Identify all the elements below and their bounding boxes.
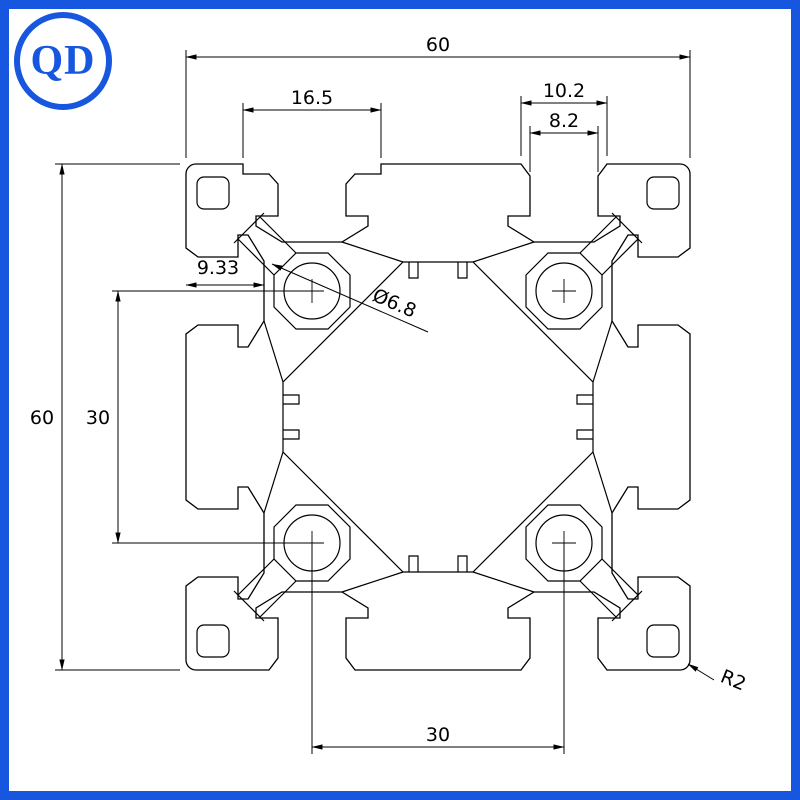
hole-top-right [535,262,593,320]
extension-lines [55,50,691,754]
dim-slot-chamfer: 10.2 [520,80,608,106]
retainer-fins [283,262,593,572]
dim-hole-pitch-vertical: 30 [86,290,121,544]
boss-bottom-left [273,504,351,582]
corner-square-bottom-left [196,624,230,658]
boss-top-right [525,252,603,330]
corner-square-top-right [646,176,680,210]
dim-label-hole-pitch-vertical: 30 [86,407,110,429]
dim-label-slot-mouth: 8.2 [549,110,579,132]
logo-badge: QD [14,12,112,110]
dim-slot-depth: 9.33 [185,257,265,288]
dim-top-width: 60 [185,34,691,60]
dim-label-left-height: 60 [30,407,54,429]
corner-webs [233,212,643,622]
logo-text: QD [30,38,96,84]
corner-square-top-left [196,176,230,210]
dim-label-slot-chamfer: 10.2 [543,80,585,102]
dim-label-top-width: 60 [426,34,450,56]
corner-cavity-squares [196,176,680,658]
cavity-connector-walls [263,241,613,593]
dim-label-slot-recess: 16.5 [291,87,333,109]
corner-square-bottom-right [646,624,680,658]
dim-slot-recess: 16.5 [242,87,382,113]
dim-label-hole-pitch-horizontal: 30 [426,724,450,746]
dim-left-height: 60 [30,163,65,671]
dim-label-slot-depth: 9.33 [197,257,239,279]
dim-hole-pitch-horizontal: 30 [311,724,565,750]
boss-top-left [273,252,351,330]
dim-slot-mouth: 8.2 [529,110,599,136]
